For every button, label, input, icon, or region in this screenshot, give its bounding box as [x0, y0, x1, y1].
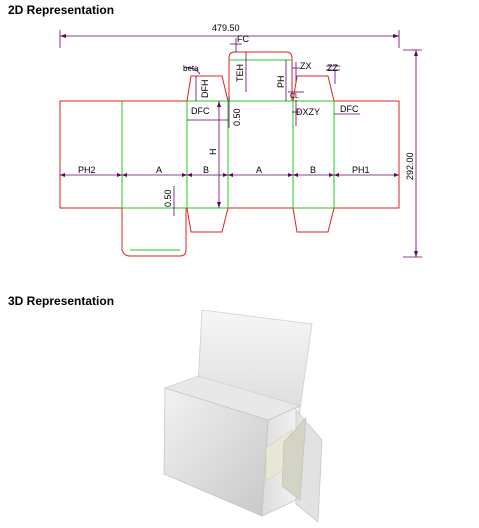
label-beta: beta: [183, 64, 199, 73]
label-dfc-right: DFC: [340, 104, 359, 114]
label-b-right: B: [310, 165, 316, 175]
label-zx: ZX: [300, 61, 312, 71]
box-dust-flap: [281, 417, 307, 501]
label-ph1: PH1: [352, 165, 370, 175]
heading-3d-representation: 3D Representation: [8, 294, 115, 308]
label-zz: ZZ: [327, 63, 338, 73]
bottom-flap-left: [121, 208, 187, 257]
label-cl: CL: [290, 93, 299, 100]
cut-lines: [59, 51, 400, 257]
heading-2d-representation: 2D Representation: [8, 3, 115, 17]
label-fc: FC: [237, 34, 249, 44]
top-tuck-lid: [228, 51, 293, 101]
label-dfh: DFH: [200, 80, 210, 99]
fold-lines: [121, 59, 335, 251]
label-h: H: [208, 149, 218, 156]
label-gap-bottom: 0.50: [163, 189, 173, 207]
box-3d-rendering: [163, 309, 323, 523]
label-teh: TEH: [235, 64, 245, 82]
label-a-right: A: [256, 165, 262, 175]
top-dust-flap-left: [186, 75, 229, 102]
overall-width-label: 479.50: [212, 23, 240, 33]
label-gap-top: 0.50: [232, 108, 242, 126]
body-outline: [59, 100, 400, 209]
label-ph2: PH2: [78, 165, 96, 175]
label-dxzy: DXZY: [296, 107, 320, 117]
label-dfc-left: DFC: [191, 106, 210, 116]
overall-height-label: 292.00: [405, 152, 415, 180]
dieline-2d-diagram: 479.50 292.00 PH2 A B A B PH1 H DFC DFC …: [59, 23, 422, 258]
label-ph: PH: [276, 75, 286, 88]
top-dust-flap-right: [292, 75, 335, 102]
bottom-tuck-b-right: [292, 207, 335, 233]
label-b-left: B: [203, 165, 209, 175]
label-a-left: A: [156, 165, 162, 175]
dimension-lines: [59, 30, 422, 258]
bottom-tuck-b: [186, 207, 229, 233]
